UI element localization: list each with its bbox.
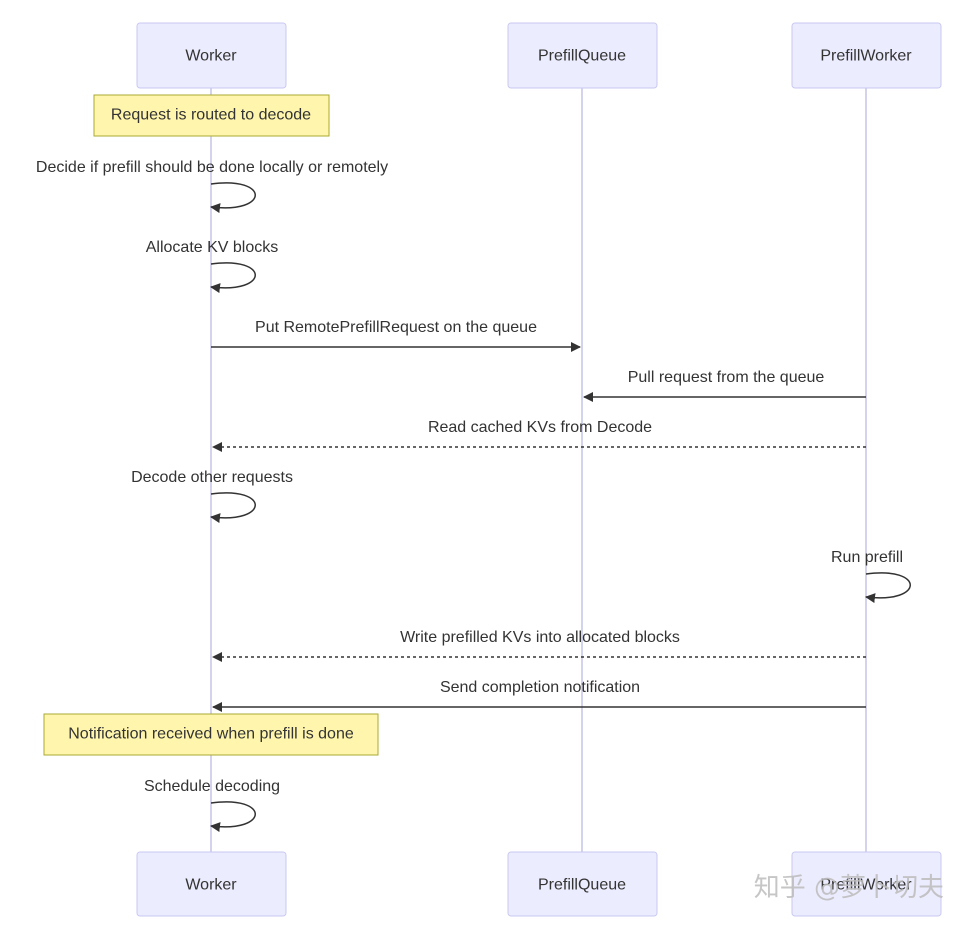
message-run-prefill-label: Run prefill <box>831 549 903 566</box>
note-request-routed-text: Request is routed to decode <box>111 107 311 124</box>
actor-prefill-worker-top: PrefillWorker <box>791 22 942 89</box>
note-notification-received-text: Notification received when prefill is do… <box>68 726 354 743</box>
actor-worker-bottom: Worker <box>136 851 287 917</box>
message-run-prefill: Run prefill <box>831 549 911 604</box>
message-decide-prefill-label: Decide if prefill should be done locally… <box>36 159 388 176</box>
message-send-completion-label: Send completion notification <box>440 679 640 696</box>
note-request-routed: Request is routed to decode <box>93 94 330 137</box>
message-put-request-label: Put RemotePrefillRequest on the queue <box>255 319 537 336</box>
message-write-prefilled-kvs: Write prefilled KVs into allocated block… <box>212 629 866 662</box>
message-allocate-kv: Allocate KV blocks <box>146 239 279 294</box>
message-schedule-decoding: Schedule decoding <box>144 778 280 833</box>
message-put-request: Put RemotePrefillRequest on the queue <box>211 319 581 352</box>
actor-prefill-queue-bottom: PrefillQueue <box>507 851 658 917</box>
actor-prefill-queue-bottom-label: PrefillQueue <box>538 877 626 894</box>
message-pull-request-label: Pull request from the queue <box>628 369 825 386</box>
actor-worker-bottom-label: Worker <box>185 877 237 894</box>
message-read-cached-kvs: Read cached KVs from Decode <box>212 419 866 452</box>
actor-worker-label: Worker <box>185 48 237 65</box>
message-decode-other-label: Decode other requests <box>131 469 293 486</box>
message-decode-other: Decode other requests <box>131 469 293 524</box>
actor-prefill-worker-label: PrefillWorker <box>820 48 912 65</box>
message-schedule-decoding-label: Schedule decoding <box>144 778 280 795</box>
message-read-cached-kvs-label: Read cached KVs from Decode <box>428 419 652 436</box>
message-decide-prefill: Decide if prefill should be done locally… <box>36 159 388 214</box>
actor-worker-top: Worker <box>136 22 287 89</box>
actor-prefill-worker-bottom: PrefillWorker <box>791 851 942 917</box>
message-allocate-kv-label: Allocate KV blocks <box>146 239 279 256</box>
note-notification-received: Notification received when prefill is do… <box>43 713 379 756</box>
watermark-text: 知乎 @萝卜切夫 <box>754 873 944 903</box>
actor-prefill-queue-top: PrefillQueue <box>507 22 658 89</box>
message-send-completion: Send completion notification <box>212 679 866 712</box>
actor-prefill-queue-label: PrefillQueue <box>538 48 626 65</box>
actor-prefill-worker-bottom-label: PrefillWorker <box>820 877 912 894</box>
message-pull-request: Pull request from the queue <box>583 369 866 402</box>
message-write-prefilled-kvs-label: Write prefilled KVs into allocated block… <box>400 629 680 646</box>
